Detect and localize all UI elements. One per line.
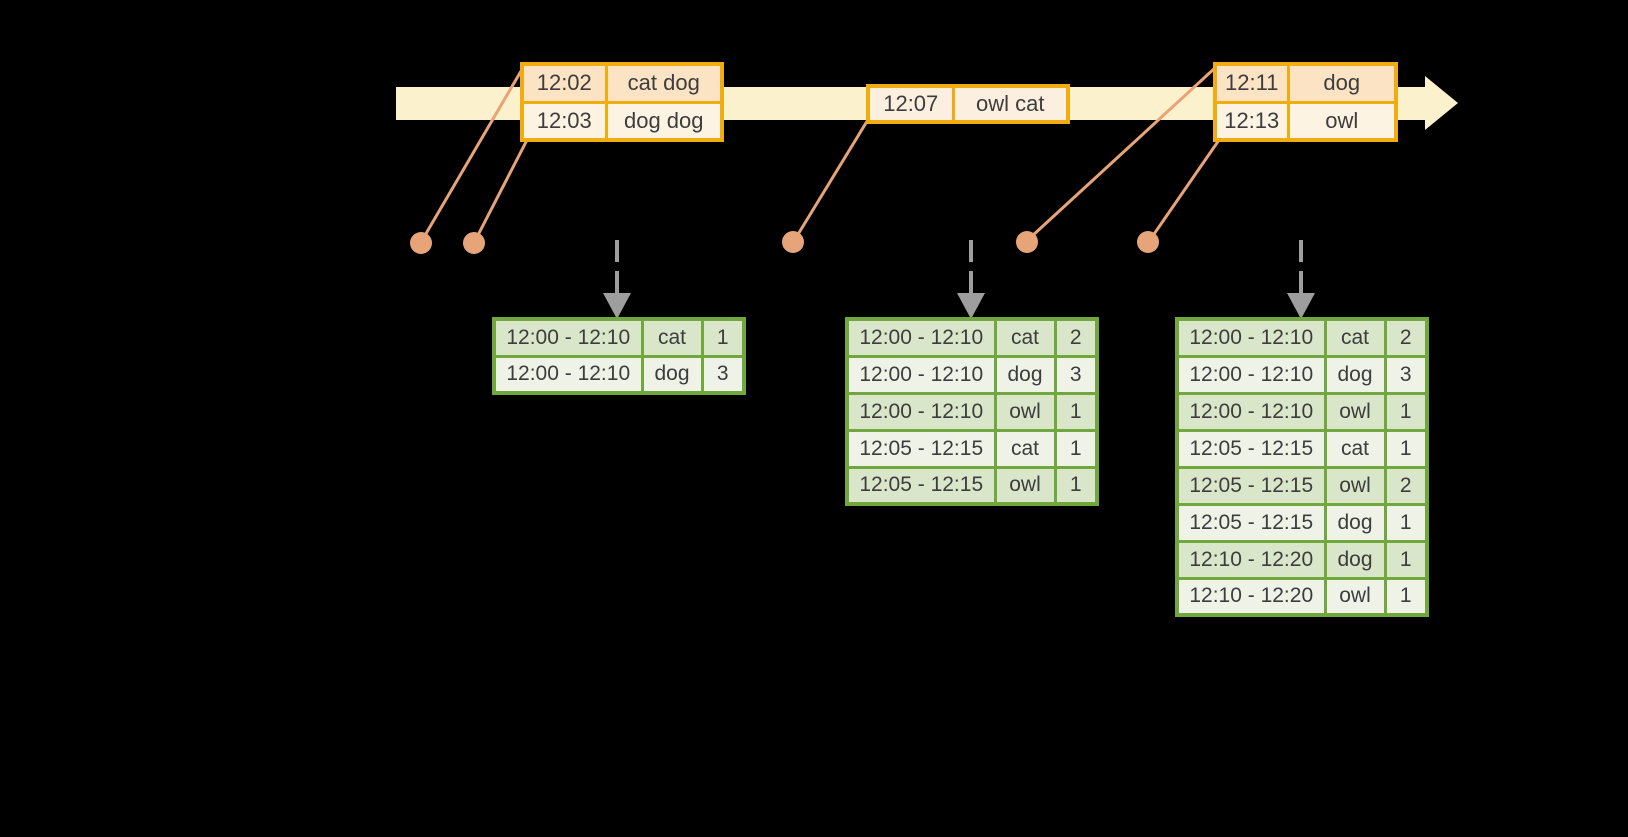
result-row: 12:00 - 12:10 owl 1	[845, 391, 1099, 432]
word-cell: dog	[1323, 539, 1387, 580]
result-row: 12:00 - 12:10 dog 3	[1175, 354, 1429, 395]
word-cell: dog	[993, 354, 1057, 395]
window-range-cell: 12:05 - 12:15	[845, 465, 997, 506]
count-cell: 1	[1053, 391, 1099, 432]
count-cell: 3	[1383, 354, 1429, 395]
event-connector-line	[1150, 139, 1221, 238]
window-range-cell: 12:05 - 12:15	[1175, 502, 1327, 543]
word-cell: cat	[1323, 317, 1387, 358]
event-words-cell: dog dog	[604, 100, 724, 142]
window-range-cell: 12:00 - 12:10	[492, 354, 644, 395]
input-events-table-2: 12:07 owl cat	[866, 84, 1070, 124]
count-cell: 2	[1383, 465, 1429, 506]
result-row: 12:00 - 12:10 owl 1	[1175, 391, 1429, 432]
window-range-cell: 12:00 - 12:10	[845, 391, 997, 432]
result-row: 12:05 - 12:15 dog 1	[1175, 502, 1429, 543]
word-cell: cat	[1323, 428, 1387, 469]
count-cell: 1	[1053, 428, 1099, 469]
trigger-arrowhead-icon	[603, 293, 631, 319]
window-range-cell: 12:00 - 12:10	[845, 317, 997, 358]
window-range-cell: 12:05 - 12:15	[1175, 465, 1327, 506]
event-time-cell: 12:02	[520, 62, 608, 104]
event-time-dot	[1137, 231, 1159, 253]
result-row: 12:05 - 12:15 cat 1	[1175, 428, 1429, 469]
window-range-cell: 12:00 - 12:10	[1175, 354, 1327, 395]
count-cell: 1	[1383, 428, 1429, 469]
result-row: 12:10 - 12:20 owl 1	[1175, 576, 1429, 617]
word-cell: owl	[993, 391, 1057, 432]
result-row: 12:00 - 12:10 dog 3	[492, 354, 746, 395]
word-cell: owl	[1323, 391, 1387, 432]
count-cell: 1	[700, 317, 746, 358]
trigger-arrowhead-icon	[1287, 293, 1315, 319]
count-cell: 3	[1053, 354, 1099, 395]
event-row: 12:11 dog	[1213, 62, 1398, 104]
window-range-cell: 12:05 - 12:15	[845, 428, 997, 469]
result-row: 12:00 - 12:10 cat 2	[1175, 317, 1429, 358]
event-time-dot	[1016, 231, 1038, 253]
event-row: 12:03 dog dog	[520, 100, 724, 142]
result-row: 12:00 - 12:10 cat 1	[492, 317, 746, 358]
word-cell: cat	[993, 317, 1057, 358]
event-time-dot	[410, 232, 432, 254]
result-row: 12:10 - 12:20 dog 1	[1175, 539, 1429, 580]
word-cell: cat	[640, 317, 704, 358]
count-cell: 1	[1383, 502, 1429, 543]
window-range-cell: 12:00 - 12:10	[492, 317, 644, 358]
window-range-cell: 12:00 - 12:10	[1175, 317, 1327, 358]
window-range-cell: 12:10 - 12:20	[1175, 539, 1327, 580]
result-row: 12:00 - 12:10 cat 2	[845, 317, 1099, 358]
event-words-cell: owl cat	[951, 84, 1070, 124]
event-row: 12:13 owl	[1213, 100, 1398, 142]
windowed-counts-table-2: 12:00 - 12:10 cat 2 12:00 - 12:10 dog 3 …	[845, 317, 1099, 506]
result-row: 12:00 - 12:10 dog 3	[845, 354, 1099, 395]
event-row: 12:07 owl cat	[866, 84, 1070, 124]
count-cell: 2	[1383, 317, 1429, 358]
word-cell: owl	[1323, 465, 1387, 506]
word-cell: dog	[1323, 502, 1387, 543]
trigger-arrowhead-icon	[957, 293, 985, 319]
result-row: 12:05 - 12:15 cat 1	[845, 428, 1099, 469]
window-range-cell: 12:00 - 12:10	[845, 354, 997, 395]
event-time-dot	[463, 232, 485, 254]
windowed-counts-table-3: 12:00 - 12:10 cat 2 12:00 - 12:10 dog 3 …	[1175, 317, 1429, 617]
event-words-cell: dog	[1286, 62, 1398, 104]
count-cell: 3	[700, 354, 746, 395]
event-time-axis-arrowhead-icon	[1425, 76, 1458, 130]
count-cell: 2	[1053, 317, 1099, 358]
result-row: 12:05 - 12:15 owl 2	[1175, 465, 1429, 506]
word-cell: dog	[640, 354, 704, 395]
event-time-cell: 12:07	[866, 84, 955, 124]
word-cell: owl	[1323, 576, 1387, 617]
event-time-cell: 12:03	[520, 100, 608, 142]
word-cell: cat	[993, 428, 1057, 469]
event-time-cell: 12:13	[1213, 100, 1290, 142]
count-cell: 1	[1383, 539, 1429, 580]
window-range-cell: 12:05 - 12:15	[1175, 428, 1327, 469]
event-words-cell: cat dog	[604, 62, 724, 104]
event-row: 12:02 cat dog	[520, 62, 724, 104]
count-cell: 1	[1383, 576, 1429, 617]
count-cell: 1	[1053, 465, 1099, 506]
windowed-counts-table-1: 12:00 - 12:10 cat 1 12:00 - 12:10 dog 3	[492, 317, 746, 395]
event-connector-line	[795, 117, 871, 237]
count-cell: 1	[1383, 391, 1429, 432]
event-time-dot	[782, 231, 804, 253]
event-words-cell: owl	[1286, 100, 1398, 142]
input-events-table-3: 12:11 dog 12:13 owl	[1213, 62, 1398, 142]
word-cell: owl	[993, 465, 1057, 506]
window-range-cell: 12:10 - 12:20	[1175, 576, 1327, 617]
word-cell: dog	[1323, 354, 1387, 395]
event-time-cell: 12:11	[1213, 62, 1290, 104]
result-row: 12:05 - 12:15 owl 1	[845, 465, 1099, 506]
event-connector-line	[475, 139, 529, 238]
window-range-cell: 12:00 - 12:10	[1175, 391, 1327, 432]
input-events-table-1: 12:02 cat dog 12:03 dog dog	[520, 62, 724, 142]
